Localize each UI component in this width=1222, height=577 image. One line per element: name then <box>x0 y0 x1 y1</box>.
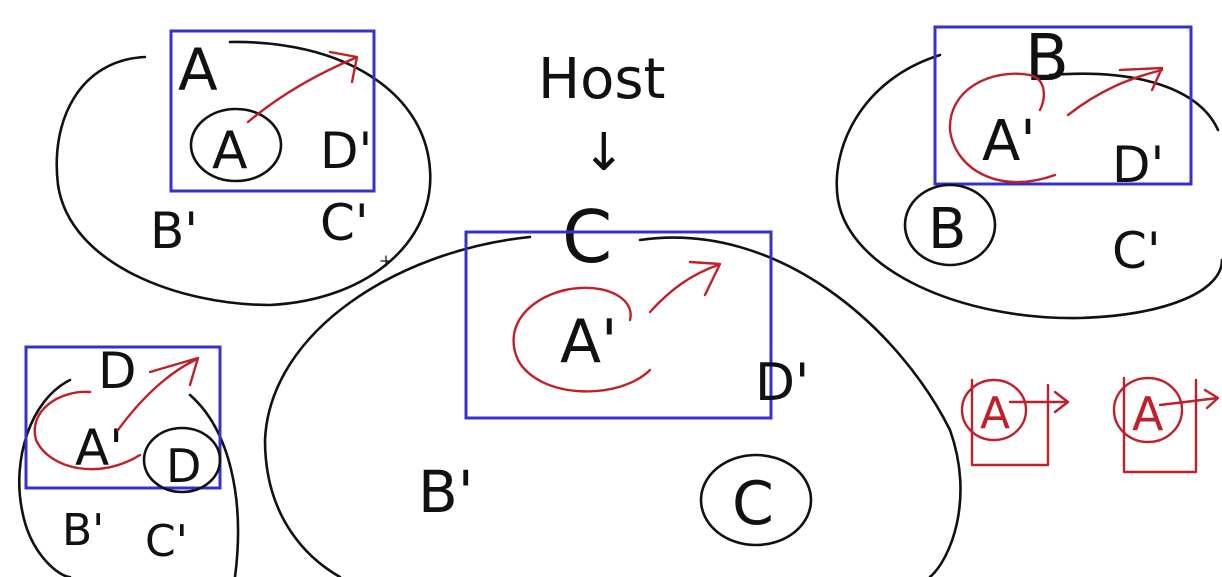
circle-d <box>142 426 222 494</box>
loop-red <box>512 286 652 393</box>
label-a-prime: A' <box>982 109 1036 174</box>
host-pointer: Host ↓ C <box>538 47 666 279</box>
label-d-prime: D' <box>1112 136 1164 194</box>
circle-b <box>903 183 997 267</box>
label-b-prime: B' <box>150 202 198 260</box>
loop-red <box>33 390 142 471</box>
label-b-prime: B' <box>418 458 474 526</box>
label-a-top: A <box>178 36 218 104</box>
arrow-red <box>648 260 722 314</box>
label-d-prime: D' <box>755 353 809 413</box>
label-c-prime: C' <box>320 194 369 252</box>
down-arrow: ↓ <box>582 123 626 183</box>
legend-arrow-1 <box>1008 390 1070 414</box>
legend-a-2: A <box>1132 387 1164 441</box>
legend-circle-2 <box>1112 376 1184 444</box>
circle-c <box>699 453 813 547</box>
label-d-top: D <box>98 342 137 400</box>
label-b-prime: B' <box>62 505 104 556</box>
bubble-outline <box>263 235 962 577</box>
arrow-red <box>116 356 200 432</box>
cursor-crosshair-icon <box>380 255 392 267</box>
legend-circle-1 <box>960 378 1028 442</box>
loop-red <box>948 72 1057 184</box>
bubble-bottom-left: D A' D B' C' <box>18 342 240 577</box>
arrow-red <box>246 50 359 124</box>
bubble-center: A' D' B' C <box>263 230 962 577</box>
label-d-prime: D' <box>320 122 372 180</box>
highlight-box <box>169 29 376 193</box>
bubble-top-left: A A D' B' C' <box>55 29 432 307</box>
label-b-top: B <box>1025 22 1069 96</box>
legend-arrow-2 <box>1158 388 1220 410</box>
bubble-outline <box>835 53 1222 320</box>
legend-a-1: A <box>980 388 1010 439</box>
highlight-box <box>933 25 1193 186</box>
label-d-circled: D <box>166 439 201 493</box>
legend-box-2 <box>1122 376 1198 474</box>
highlight-box <box>24 345 222 490</box>
legend-marks: A A <box>960 376 1220 474</box>
label-a-prime: A' <box>560 307 618 377</box>
label-c-circled: C <box>732 469 774 539</box>
bubble-top-right: B A' D' B C' <box>835 22 1222 320</box>
label-c-prime: C' <box>1112 222 1161 280</box>
bubble-outline <box>55 40 432 307</box>
label-a-prime: A' <box>75 419 123 477</box>
arrow-red <box>1066 66 1164 117</box>
legend-box-1 <box>970 378 1050 467</box>
highlight-box <box>464 230 773 420</box>
host-label: Host <box>538 47 666 112</box>
circle-a <box>189 107 283 183</box>
label-c-host: C <box>562 195 612 279</box>
bubble-outline <box>18 378 240 577</box>
label-b-circled: B <box>928 197 966 262</box>
label-c-prime: C' <box>145 516 188 567</box>
label-a-circled: A <box>212 121 248 181</box>
